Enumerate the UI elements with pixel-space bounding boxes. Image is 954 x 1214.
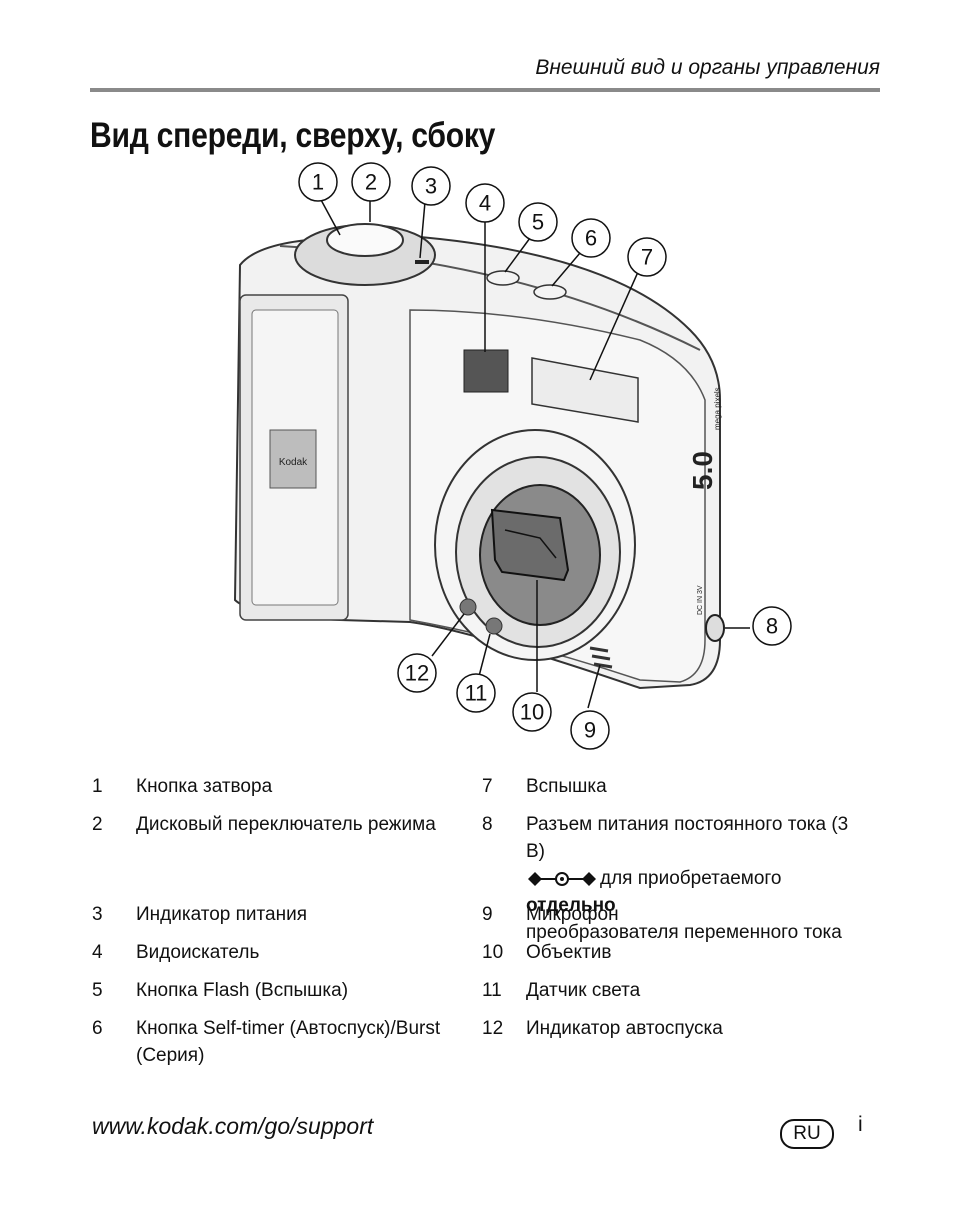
legend-item-number: 11	[482, 980, 502, 1001]
legend-item-number: 5	[92, 980, 103, 1001]
callout-7-label: 7	[641, 245, 653, 270]
legend-item-text: Микрофон	[526, 904, 619, 925]
callout-12	[397, 653, 437, 693]
legend-item-text: Кнопка Flash (Вспышка)	[136, 980, 349, 1001]
page-number: i	[858, 1113, 863, 1136]
callout-11	[456, 673, 496, 713]
callout-2-label: 2	[365, 170, 377, 195]
callout-8-label: 8	[766, 614, 778, 639]
dc-jack	[705, 614, 725, 642]
dc-in-label: DC IN 3V	[697, 585, 704, 615]
flash-button	[486, 270, 520, 286]
legend-item-text-line2: для приобретаемого	[600, 868, 782, 889]
legend-item-number: 4	[92, 942, 103, 963]
megapixel-label: 5.0	[687, 451, 718, 490]
callout-3	[411, 166, 451, 206]
callout-2	[351, 162, 391, 202]
page-title: Вид спереди, сверху, сбоку	[90, 116, 496, 155]
legend-item-text: Кнопка Self-timer (Автоспуск)/Burst (Сер…	[136, 1018, 441, 1066]
legend-item-text: Датчик света	[526, 980, 641, 1001]
legend-item-text: Видоискатель	[136, 942, 260, 963]
language-badge: RU	[780, 1119, 834, 1149]
callout-3-label: 3	[425, 174, 437, 199]
callout-10	[512, 692, 552, 732]
legend-item-text: Объектив	[526, 942, 612, 963]
self-timer-button	[533, 284, 567, 300]
camera-figure: Kodak 5.0 mega pixels DC IN	[220, 160, 810, 760]
shutter-button	[326, 223, 404, 257]
callout-12-label: 12	[405, 661, 429, 686]
callout-4	[465, 183, 505, 223]
legend-item-text-bold: отдельно	[526, 895, 616, 916]
callout-5-label: 5	[532, 210, 544, 235]
legend-item-text: Вспышка	[526, 776, 607, 797]
legend-item-text-line1: Разъем питания постоянного тока (3 В)	[526, 814, 849, 862]
header-rule	[90, 88, 880, 92]
legend-item-text: Разъем питания постоянного тока (3 В) дл…	[526, 811, 866, 946]
legend-item-number: 10	[482, 942, 504, 963]
dc-polarity-icon	[528, 871, 596, 886]
power-indicator	[415, 260, 429, 264]
legend-item-text-line3: преобразователя переменного тока	[526, 922, 842, 943]
callout-1-label: 1	[312, 170, 324, 195]
callout-8	[752, 606, 792, 646]
legend-item-number: 9	[482, 904, 493, 925]
callout-5	[518, 202, 558, 242]
legend-item-number: 12	[482, 1018, 504, 1039]
callout-lines	[319, 197, 750, 709]
callout-7	[627, 237, 667, 277]
callout-1	[298, 162, 338, 202]
megapixel-sub-label: mega pixels	[713, 387, 722, 430]
microphone	[589, 646, 613, 669]
callout-6-label: 6	[585, 226, 597, 251]
callout-9	[570, 710, 610, 750]
callout-10-label: 10	[520, 700, 544, 725]
camera-illustration: Kodak 5.0 mega pixels DC IN	[233, 162, 792, 750]
legend-item-text: Дисковый переключатель режима	[136, 814, 436, 835]
lens-shutter	[490, 508, 570, 582]
legend-item-text: Кнопка затвора	[136, 776, 273, 797]
legend-item-number: 2	[92, 814, 103, 835]
legend-item-number: 7	[482, 776, 493, 797]
running-header: Внешний вид и органы управления	[535, 56, 880, 79]
callout-circles	[298, 162, 792, 750]
callout-4-label: 4	[479, 191, 491, 216]
footer-support-link[interactable]: www.kodak.com/go/support	[92, 1113, 374, 1139]
legend-item-number: 1	[92, 776, 103, 797]
legend-item-text: Индикатор питания	[136, 904, 307, 925]
legend-item-text: Индикатор автоспуска	[526, 1018, 723, 1039]
light-sensor	[485, 617, 503, 635]
legend-item-number: 3	[92, 904, 103, 925]
viewfinder	[463, 349, 509, 393]
self-timer-light	[459, 598, 477, 616]
callout-6	[571, 218, 611, 258]
kodak-logo: Kodak	[269, 429, 317, 489]
kodak-brand-text: Kodak	[279, 457, 308, 468]
callout-9-label: 9	[584, 718, 596, 743]
callout-11-label: 11	[465, 681, 488, 706]
legend-item-number: 8	[482, 814, 493, 835]
flash-window	[531, 357, 639, 423]
legend-item-number: 6	[92, 1018, 103, 1039]
